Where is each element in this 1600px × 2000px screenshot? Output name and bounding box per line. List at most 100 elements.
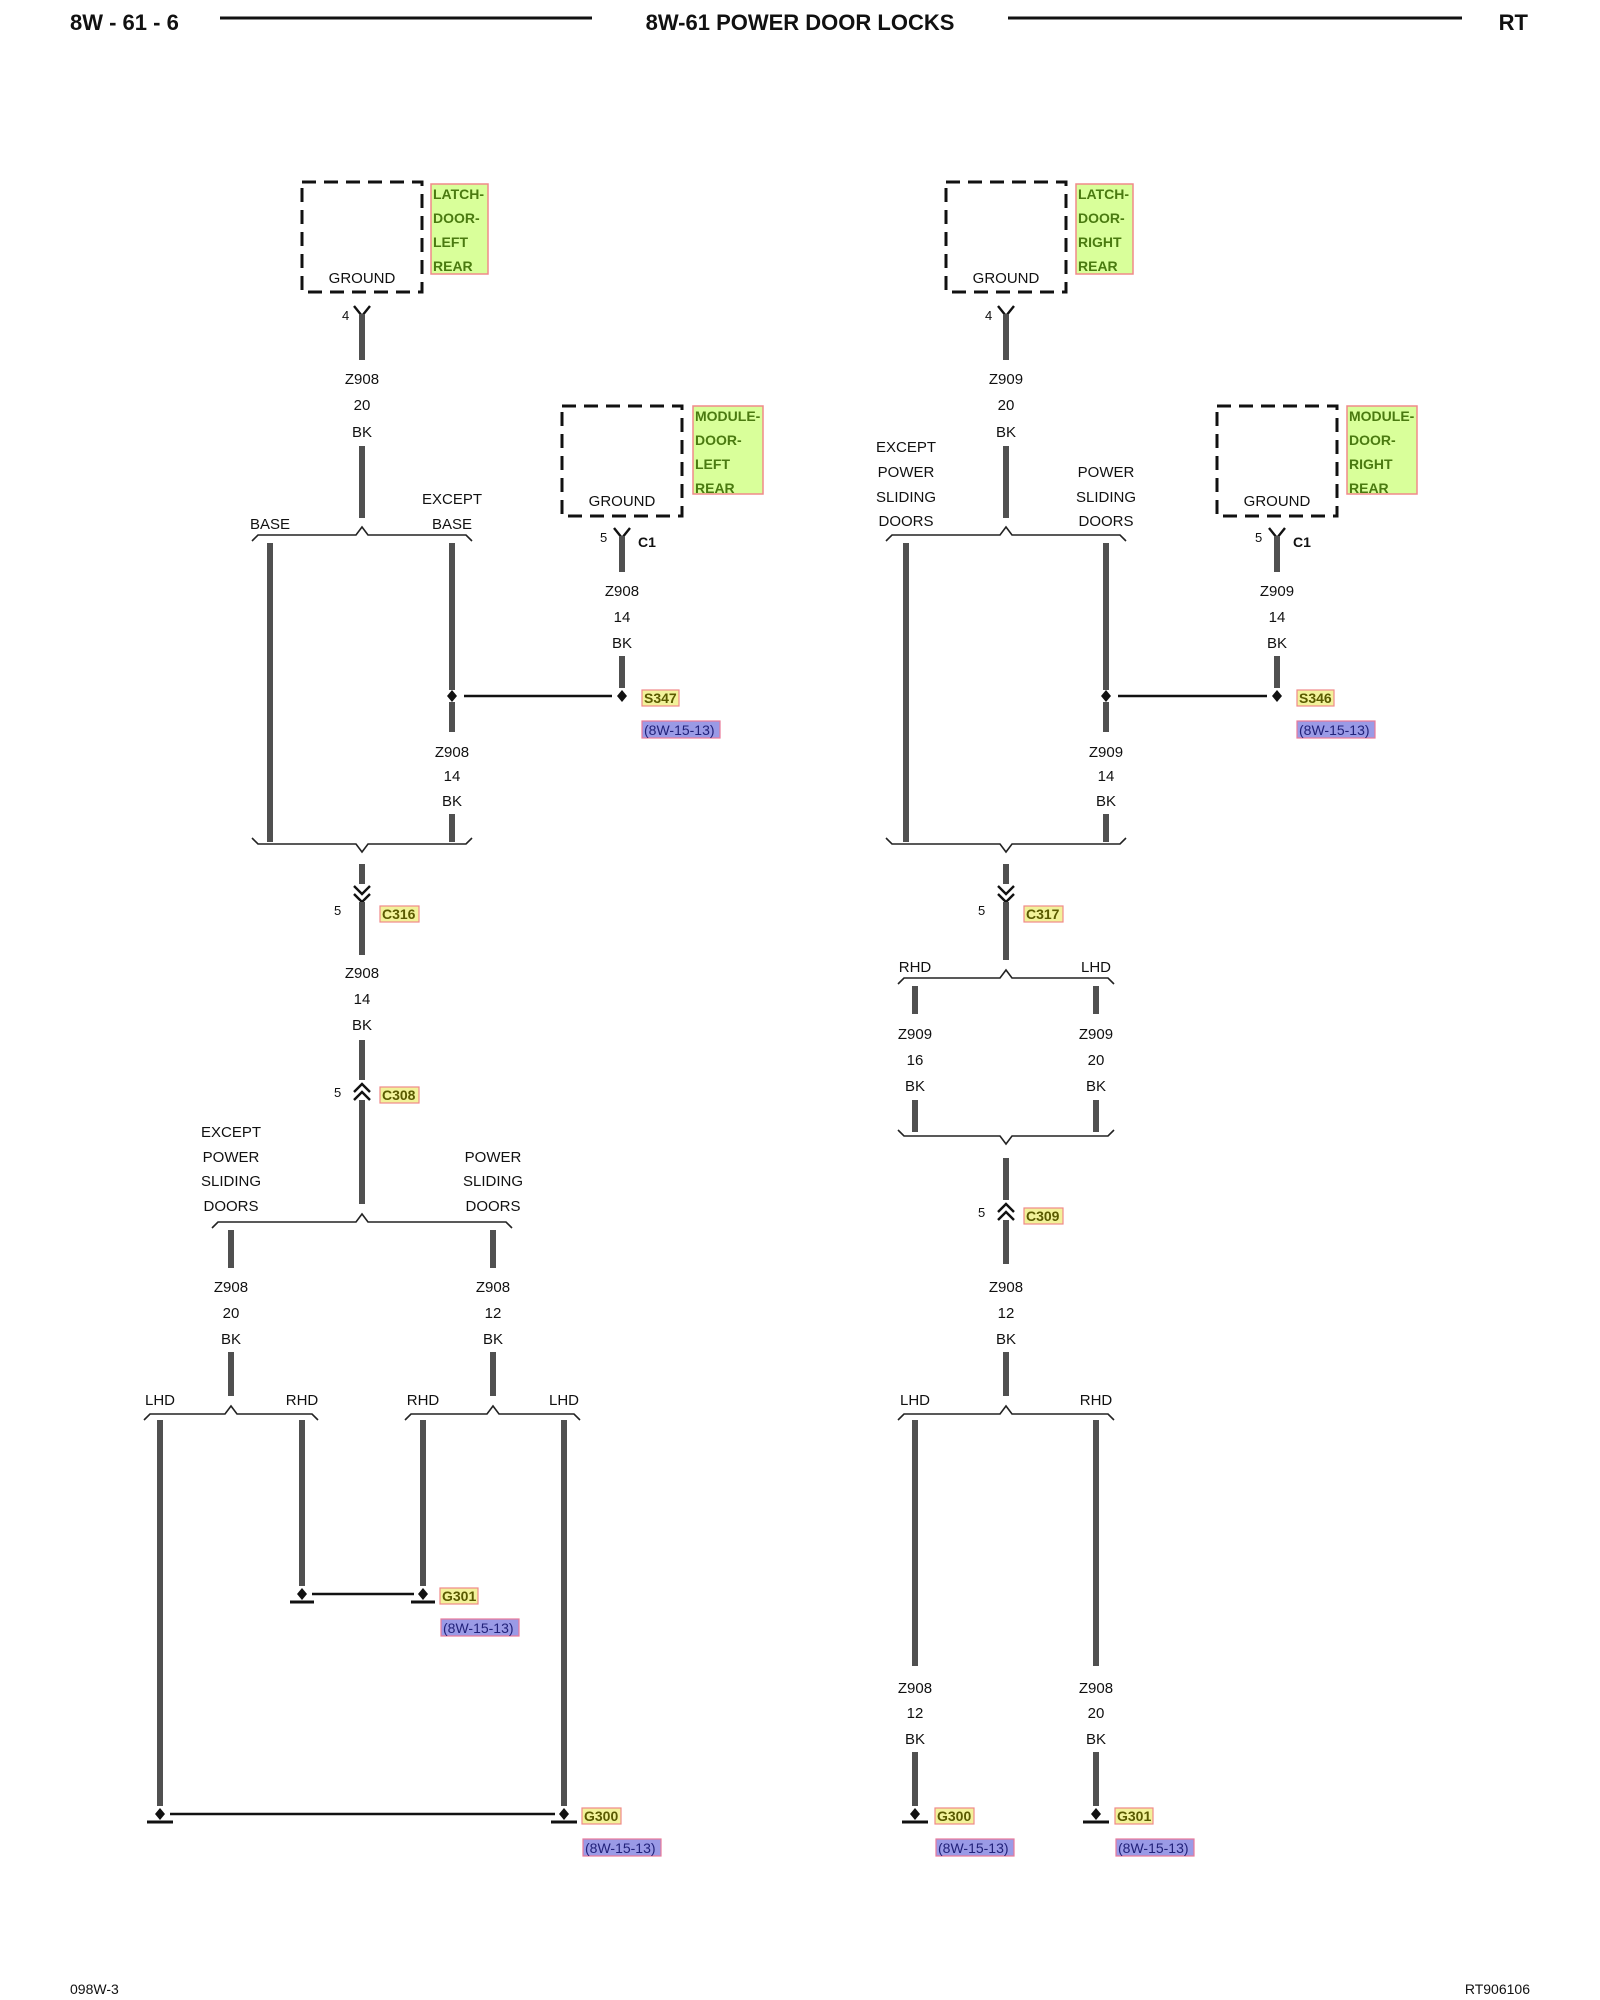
svg-text:BK: BK bbox=[352, 1017, 372, 1034]
svg-text:POWER: POWER bbox=[878, 464, 935, 481]
svg-text:BK: BK bbox=[905, 1731, 925, 1748]
svg-text:Z908: Z908 bbox=[345, 965, 379, 982]
svg-text:Z908: Z908 bbox=[435, 744, 469, 761]
component-label-line: DOOR- bbox=[433, 210, 480, 226]
component-label-line: DOOR- bbox=[695, 432, 742, 448]
latch-door-right-rear: GROUND LATCH- DOOR- RIGHT REAR bbox=[944, 180, 1134, 294]
svg-text:Z908: Z908 bbox=[1079, 1680, 1113, 1697]
wire-label: Z909 20 BK bbox=[989, 371, 1023, 441]
wire-label: Z908 12 BK bbox=[476, 1279, 510, 1348]
option-rhd: RHD bbox=[1080, 1392, 1113, 1409]
svg-text:POWER: POWER bbox=[203, 1149, 260, 1166]
wire-label: Z909 14 BK bbox=[1089, 744, 1123, 810]
pin-number: 5 bbox=[334, 903, 341, 918]
svg-text:Z909: Z909 bbox=[989, 371, 1023, 388]
reference-link[interactable]: (8W-15-13) bbox=[1118, 1840, 1189, 1856]
svg-text:G300: G300 bbox=[937, 1808, 971, 1824]
svg-text:BK: BK bbox=[1086, 1078, 1106, 1095]
reference-link[interactable]: (8W-15-13) bbox=[644, 722, 715, 738]
svg-text:G300: G300 bbox=[584, 1808, 618, 1824]
reference-link[interactable]: (8W-15-13) bbox=[1299, 722, 1370, 738]
component-label-line: REAR bbox=[1349, 480, 1389, 496]
svg-text:20: 20 bbox=[998, 397, 1015, 414]
svg-text:14: 14 bbox=[614, 609, 631, 626]
svg-text:BK: BK bbox=[905, 1078, 925, 1095]
connector-c1: C1 bbox=[1293, 534, 1311, 550]
component-label-line: REAR bbox=[433, 258, 473, 274]
option-rhd: RHD bbox=[899, 959, 932, 976]
option-lhd: LHD bbox=[1081, 959, 1111, 976]
ground-pin-label: GROUND bbox=[329, 270, 396, 287]
svg-text:Z908: Z908 bbox=[898, 1680, 932, 1697]
wire-label: Z908 12 BK bbox=[898, 1680, 932, 1748]
splice-s347: S347 bbox=[644, 690, 677, 706]
wire-label: Z909 14 BK bbox=[1260, 583, 1294, 652]
svg-text:12: 12 bbox=[485, 1305, 502, 1322]
option-except-psd: EXCEPT POWER SLIDING DOORS bbox=[876, 439, 936, 530]
svg-text:12: 12 bbox=[998, 1305, 1015, 1322]
pin-number: 5 bbox=[334, 1085, 341, 1100]
svg-text:Z908: Z908 bbox=[345, 371, 379, 388]
svg-text:G301: G301 bbox=[1117, 1808, 1151, 1824]
option-psd: POWER SLIDING DOORS bbox=[463, 1149, 523, 1215]
latch-door-left-rear: GROUND LATCH- DOOR- LEFT REAR bbox=[300, 180, 489, 294]
page-number: 8W - 61 - 6 bbox=[70, 10, 179, 35]
svg-text:Z908: Z908 bbox=[476, 1279, 510, 1296]
svg-text:Z909: Z909 bbox=[1089, 744, 1123, 761]
wire-label: Z908 14 BK bbox=[345, 965, 379, 1034]
vehicle-code: RT bbox=[1499, 10, 1529, 35]
svg-text:Z909: Z909 bbox=[1260, 583, 1294, 600]
pin-number: 4 bbox=[985, 308, 992, 323]
svg-text:BK: BK bbox=[996, 424, 1016, 441]
svg-text:DOORS: DOORS bbox=[1078, 513, 1133, 530]
svg-text:Z908: Z908 bbox=[989, 1279, 1023, 1296]
option-rhd: RHD bbox=[286, 1392, 319, 1409]
wire-label: Z908 14 BK bbox=[605, 583, 639, 652]
svg-text:G301: G301 bbox=[442, 1588, 476, 1604]
wire-label: Z909 20 BK bbox=[1079, 1026, 1113, 1095]
connector-c308: C308 bbox=[382, 1087, 416, 1103]
pin-number: 5 bbox=[600, 530, 607, 545]
svg-text:Z909: Z909 bbox=[1079, 1026, 1113, 1043]
svg-text:SLIDING: SLIDING bbox=[201, 1173, 261, 1190]
ground-g300-left: G300 (8W-15-13) bbox=[147, 1807, 662, 1857]
svg-text:16: 16 bbox=[907, 1052, 924, 1069]
svg-text:POWER: POWER bbox=[465, 1149, 522, 1166]
svg-text:SLIDING: SLIDING bbox=[463, 1173, 523, 1190]
component-label-line: MODULE- bbox=[695, 408, 761, 424]
wire-label: Z908 14 BK bbox=[435, 744, 469, 810]
component-label-line: LATCH- bbox=[1078, 186, 1129, 202]
option-except-base: EXCEPT bbox=[422, 491, 482, 508]
svg-text:BK: BK bbox=[996, 1331, 1016, 1348]
component-label-line: LEFT bbox=[433, 234, 468, 250]
option-lhd: LHD bbox=[549, 1392, 579, 1409]
connector-c316: C316 bbox=[382, 906, 416, 922]
pin-number: 4 bbox=[342, 308, 349, 323]
connector-c317: C317 bbox=[1026, 906, 1060, 922]
pin-number: 5 bbox=[1255, 530, 1262, 545]
svg-text:EXCEPT: EXCEPT bbox=[876, 439, 936, 456]
component-label-line: LEFT bbox=[695, 456, 730, 472]
svg-text:BK: BK bbox=[442, 793, 462, 810]
wire-label: Z908 20 BK bbox=[345, 371, 379, 441]
svg-text:DOORS: DOORS bbox=[878, 513, 933, 530]
svg-text:BK: BK bbox=[483, 1331, 503, 1348]
footer-left-code: 098W-3 bbox=[70, 1981, 119, 1997]
splice-s346: S346 bbox=[1299, 690, 1332, 706]
component-label-line: MODULE- bbox=[1349, 408, 1415, 424]
ground-g301-right: G301 (8W-15-13) bbox=[1083, 1807, 1195, 1857]
svg-text:BK: BK bbox=[1267, 635, 1287, 652]
reference-link[interactable]: (8W-15-13) bbox=[585, 1840, 656, 1856]
option-except-base: BASE bbox=[432, 516, 472, 533]
page-header: 8W - 61 - 6 8W-61 POWER DOOR LOCKS RT bbox=[70, 10, 1529, 35]
svg-text:Z909: Z909 bbox=[898, 1026, 932, 1043]
reference-link[interactable]: (8W-15-13) bbox=[938, 1840, 1009, 1856]
option-lhd: LHD bbox=[145, 1392, 175, 1409]
option-base: BASE bbox=[250, 516, 290, 533]
reference-link[interactable]: (8W-15-13) bbox=[443, 1620, 514, 1636]
page-title: 8W-61 POWER DOOR LOCKS bbox=[646, 10, 955, 35]
option-rhd: RHD bbox=[407, 1392, 440, 1409]
svg-text:DOORS: DOORS bbox=[465, 1198, 520, 1215]
ground-g301-left: G301 (8W-15-13) bbox=[290, 1587, 520, 1637]
